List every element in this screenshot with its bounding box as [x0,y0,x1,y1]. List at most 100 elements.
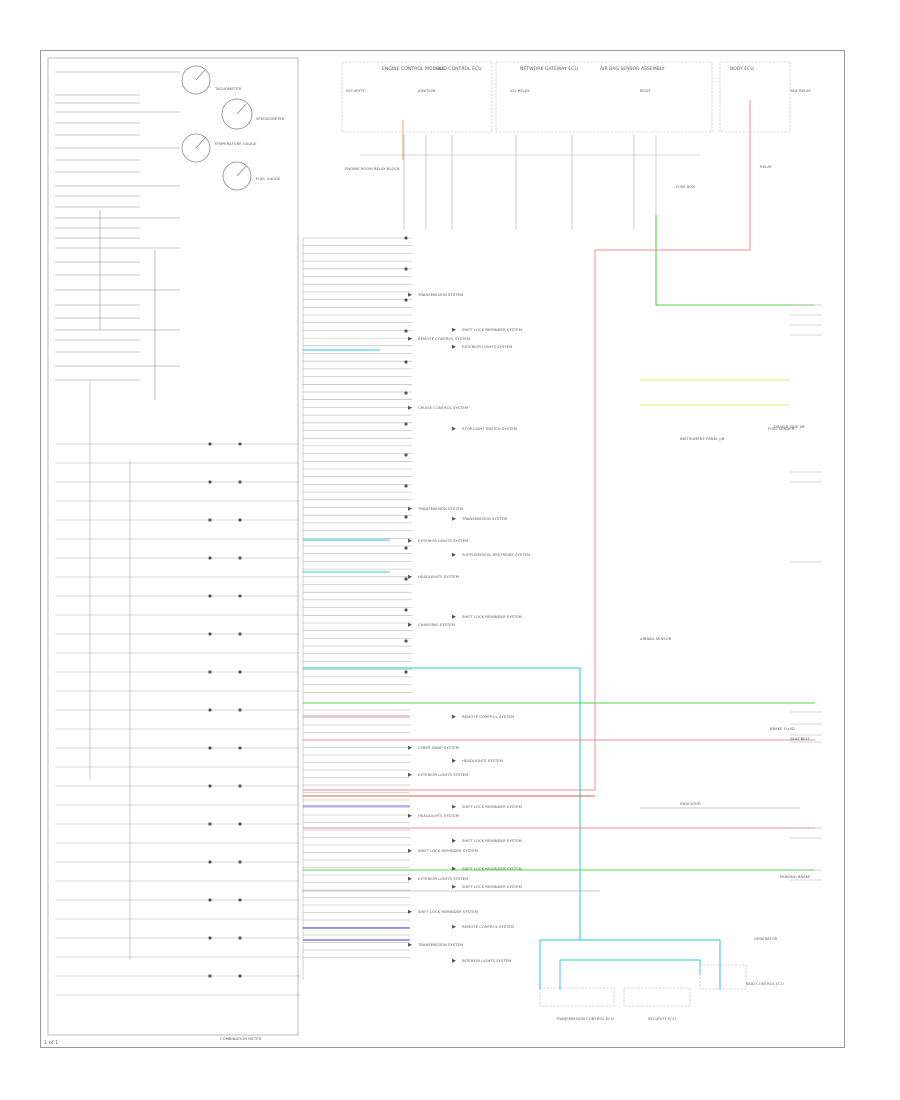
bottom-module-2: SKID CONTROL ECU [746,981,784,986]
system-label: EXTERIOR LIGHTS SYSTEM [418,538,468,543]
bottom-module-1: SECURITY ECU [648,1016,676,1021]
tachometer-gauge: TACHOMETER [181,65,241,95]
system-arrow [408,909,412,914]
cluster-splice [238,442,242,446]
system-label: SHIFT LOCK REMINDER SYSTEM [462,838,522,843]
system-arrow [452,552,456,557]
right-label: GENERATOR [754,936,778,941]
right-label: INDICATOR [680,801,701,806]
top-module-1: SKID CONTROL ECU [436,66,482,72]
system-label: CRUISE CONTROL SYSTEM [418,405,468,410]
right-label: FUEL SENDER [768,426,795,431]
cyan-wire-bottom [539,939,721,990]
bottom-module-0: TRANSMISSION CONTROL ECU [555,1016,614,1021]
green-wire-top [655,215,815,306]
system-arrow [408,292,412,297]
system-label: INTERIOR LIGHTS SYSTEM [462,958,511,963]
system-label: HEADLIGHTS SYSTEM [462,758,503,763]
red-wire-top [595,100,751,251]
system-label: TRANSMISSION SYSTEM [417,942,463,947]
harness-splice [404,577,408,581]
harness-splice [404,484,408,488]
cluster-splice [208,746,212,750]
cluster-splice [208,974,212,978]
cluster-splice [238,746,242,750]
cluster-splice [208,632,212,636]
fuel-label: FUEL GAUGE [256,176,281,181]
system-arrow [452,866,456,871]
system-arrow [408,745,412,750]
cluster-splice [238,556,242,560]
system-label: STOP LIGHT SWITCH SYSTEM [462,426,517,431]
cluster-splice [208,784,212,788]
cluster-splice [238,784,242,788]
wire-layer [55,71,822,996]
system-arrow [452,714,456,719]
system-label: REMOTE CONTROL SYSTEM [462,924,514,929]
system-arrow [452,838,456,843]
system-label: REMOTE CONTROL SYSTEM [462,714,514,719]
system-arrow [452,884,456,889]
system-arrow [452,758,456,763]
harness-splice [404,422,408,426]
system-arrow [452,344,456,349]
cluster-splice [208,670,212,674]
harness-splice [404,298,408,302]
cluster-splice [238,632,242,636]
harness-splice [404,670,408,674]
mid-module-1: FUSE BOX [676,184,695,189]
right-label: SEAT BELT [790,736,810,741]
system-arrow [408,506,412,511]
system-label: SHIFT LOCK REMINDER SYSTEM [418,848,478,853]
top-sub-0: SECURITY [346,88,365,93]
system-arrow [408,848,412,853]
cluster-splice [238,822,242,826]
diagram-frame [40,50,845,1048]
cluster-splice [208,708,212,712]
temperature-label: TEMPERATURE GAUGE [213,141,257,146]
combination-meter-outline [47,57,299,1036]
system-arrow [408,574,412,579]
cluster-splice [238,708,242,712]
cluster-splice [208,822,212,826]
speedometer-label: SPEEDOMETER [256,116,285,121]
red-wire-main [303,250,596,791]
mid-module-4: DRIVER SIDE J/B [774,424,805,429]
bottom-modules: TRANSMISSION CONTROL ECU SECURITY ECU SK… [539,964,784,1021]
system-arrow [452,924,456,929]
cluster-splice [208,898,212,902]
system-arrow [408,942,412,947]
system-label: TRANSMISSION SYSTEM [417,292,463,297]
cluster-splice [238,860,242,864]
system-label: SHIFT LOCK REMINDER SYSTEM [462,327,522,332]
system-label: EXTERIOR LIGHTS SYSTEM [418,876,468,881]
system-arrow [452,614,456,619]
cluster-splice [238,974,242,978]
system-label: SHIFT LOCK REMINDER SYSTEM [462,884,522,889]
cluster-splice [208,594,212,598]
system-arrow [408,336,412,341]
system-arrow [452,426,456,431]
harness-splice [404,453,408,457]
cluster-splice [238,670,242,674]
system-arrow [408,876,412,881]
cluster-splice [208,860,212,864]
cyan-wire-a [303,667,581,940]
top-module-4: BODY ECU [730,66,754,72]
cluster-footer: COMBINATION METER [220,1036,262,1041]
cluster-splice [208,480,212,484]
system-arrow [452,804,456,809]
cyan-wire-bottom2 [559,959,701,990]
right-label: PARKING BRAKE [780,874,811,879]
harness-splice [404,267,408,271]
system-label: HEADLIGHTS SYSTEM [418,574,459,579]
system-label: SHIFT LOCK REMINDER SYSTEM [462,804,522,809]
system-label: CHARGING SYSTEM [418,622,455,627]
top-sub-2: IG1 RELAY [510,88,530,93]
mid-modules: ENGINE ROOM RELAY BLOCK FUSE BOX RELAY I… [345,164,805,441]
system-arrow [408,622,412,627]
system-label: HEADLIGHTS SYSTEM [418,813,459,818]
harness-splice [404,639,408,643]
cluster-splice [208,442,212,446]
